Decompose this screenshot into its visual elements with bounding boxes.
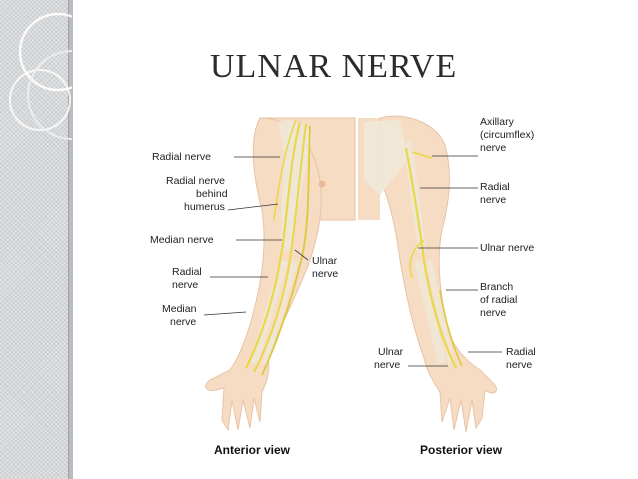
caption-posterior-view: Posterior view <box>420 443 503 457</box>
caption-anterior-view: Anterior view <box>214 443 291 457</box>
label-radial-lower-line2: nerve <box>172 279 198 291</box>
label-median-lower-line1: Median <box>162 303 197 315</box>
label-radial-behind-line2: behind <box>196 188 228 200</box>
label-radial-line1: Radial <box>480 181 510 193</box>
slide-title: ULNAR NERVE <box>210 48 458 85</box>
label-median-lower-line2: nerve <box>170 316 196 328</box>
label-median-nerve: Median nerve <box>150 234 214 246</box>
label-axillary-line1: Axillary <box>480 116 515 128</box>
label-axillary-line2: (circumflex) <box>480 129 534 141</box>
label-radial-lower-line1: Radial <box>172 266 202 278</box>
label-axillary-line3: nerve <box>480 142 506 154</box>
posterior-leaders <box>408 155 502 367</box>
decorative-side-band <box>0 0 68 479</box>
label-ulnar-line2: nerve <box>312 268 338 280</box>
decorative-band-border <box>68 0 73 479</box>
label-ulnar-line1: Ulnar <box>312 255 338 267</box>
label-branch-line2: of radial <box>480 294 517 306</box>
label-ulnar-nerve: Ulnar nerve <box>480 242 534 254</box>
ulnar-nerve-diagram: Radial nerve Radial nerve behind humerus… <box>150 115 536 457</box>
label-radial-lower-line2: nerve <box>506 359 532 371</box>
label-branch-line1: Branch <box>480 281 513 293</box>
label-radial-behind-line1: Radial nerve <box>166 175 225 187</box>
decorative-circles <box>9 12 72 140</box>
label-radial-behind-line3: humerus <box>184 201 225 213</box>
label-branch-line3: nerve <box>480 307 506 319</box>
anterior-leaders <box>203 156 309 316</box>
label-radial-line2: nerve <box>480 194 506 206</box>
label-radial-nerve: Radial nerve <box>152 151 211 163</box>
anterior-arm <box>205 117 356 432</box>
label-ulnar-lower-line2: nerve <box>374 359 400 371</box>
label-radial-lower-line1: Radial <box>506 346 536 358</box>
posterior-arm <box>358 115 498 433</box>
label-ulnar-lower-line1: Ulnar <box>378 346 404 358</box>
